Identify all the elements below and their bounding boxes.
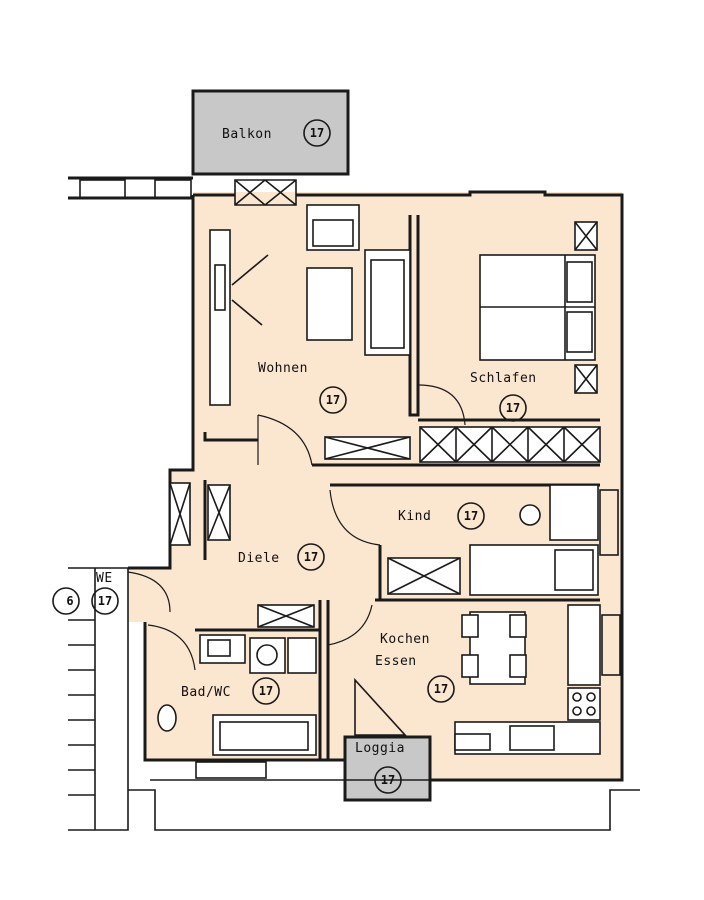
wardrobe (419, 426, 601, 463)
bed-split (480, 255, 595, 360)
dining-chairs (461, 614, 527, 678)
unit-circle-wohnen (319, 386, 347, 414)
outer-wall-left-stub (68, 176, 193, 200)
unit-circle-kind (457, 502, 485, 530)
unit-circle-kochen (427, 675, 455, 703)
kitchen-sink (509, 725, 555, 751)
washbasin (207, 639, 231, 657)
label-kind: Kind (398, 509, 431, 524)
stove-burners (572, 692, 596, 716)
armchair-seat (312, 219, 354, 247)
sofa-seat (370, 259, 405, 349)
label-diele: Diele (238, 551, 280, 566)
unit-num-wohnen: 17 (326, 393, 340, 407)
bathtub-inner (219, 721, 309, 751)
wall-side-kind (599, 489, 619, 556)
unit-num-neighbor: 17 (98, 594, 112, 608)
window-top-left (79, 179, 126, 199)
unit-num-schlafen: 17 (506, 401, 520, 415)
loggia-door (354, 677, 407, 736)
nightstand-2-cross (574, 364, 598, 394)
desk (549, 484, 599, 541)
shower (249, 637, 286, 674)
diele-shelf-cross (257, 604, 315, 628)
kind-radiator-cross (387, 557, 461, 595)
bad-radiator (195, 761, 267, 779)
pillow-1 (566, 261, 593, 303)
unit-circle-neighbor (91, 587, 119, 615)
unit-num-diele: 17 (304, 550, 318, 564)
label-bad-wc: Bad/WC (181, 685, 231, 700)
unit-num-kind: 17 (464, 509, 478, 523)
loggia-area (343, 735, 432, 802)
tv-unit (209, 229, 231, 406)
unit-num-loggia: 17 (381, 773, 395, 787)
diele-wardrobe-cross (207, 484, 231, 541)
tv (214, 264, 226, 311)
bad-cabinet (287, 637, 317, 674)
label-schlafen: Schlafen (470, 371, 537, 386)
door-wohnen-schlafen (417, 384, 466, 426)
unit-num-kochen: 17 (434, 682, 448, 696)
kind-bed-pillow (554, 549, 594, 591)
tv-view-lines (231, 254, 269, 326)
outer-wall (128, 190, 624, 782)
lower-outer-wall (128, 779, 640, 831)
unit-circle-bad (252, 677, 280, 705)
door-kueche (327, 604, 373, 646)
entrance-door (127, 571, 171, 613)
balcony-door (234, 178, 297, 207)
window-top-left-2 (154, 179, 192, 199)
unit-circle-balkon (303, 119, 331, 147)
pillow-2 (566, 311, 593, 353)
label-kochen: Kochen (380, 632, 430, 647)
label-loggia: Loggia (355, 741, 405, 756)
door-bad (147, 624, 196, 671)
radiator-cross (324, 436, 411, 460)
unit-circle-loggia (374, 766, 402, 794)
label-essen: Essen (375, 654, 417, 669)
stair-lines (68, 619, 95, 796)
unit-circle-neighbor-6 (52, 587, 80, 615)
stove (567, 687, 601, 721)
label-neighbor-we: WE (96, 571, 113, 586)
wall-side-kitchen (601, 614, 621, 676)
unit-circle-schlafen (499, 394, 527, 422)
fridge (567, 604, 601, 686)
desk-chair (519, 504, 541, 526)
coffee-table (306, 267, 353, 341)
nightstand-1-cross (574, 221, 598, 251)
neighbor-wall (68, 567, 129, 831)
diele-window-1-cross (169, 482, 191, 546)
door-kind (329, 489, 381, 546)
unit-circle-diele (297, 543, 325, 571)
kitchen-radiator (454, 733, 491, 751)
shower-drain (256, 644, 278, 666)
unit-num-neighbor-6: 6 (66, 594, 73, 608)
unit-num-balkon: 17 (310, 126, 324, 140)
toilet (157, 704, 177, 732)
unit-num-bad: 17 (259, 684, 273, 698)
door-diele-wohnen (257, 414, 313, 466)
label-wohnen: Wohnen (258, 361, 308, 376)
balkon-area (191, 89, 350, 176)
label-balkon: Balkon (222, 127, 272, 142)
